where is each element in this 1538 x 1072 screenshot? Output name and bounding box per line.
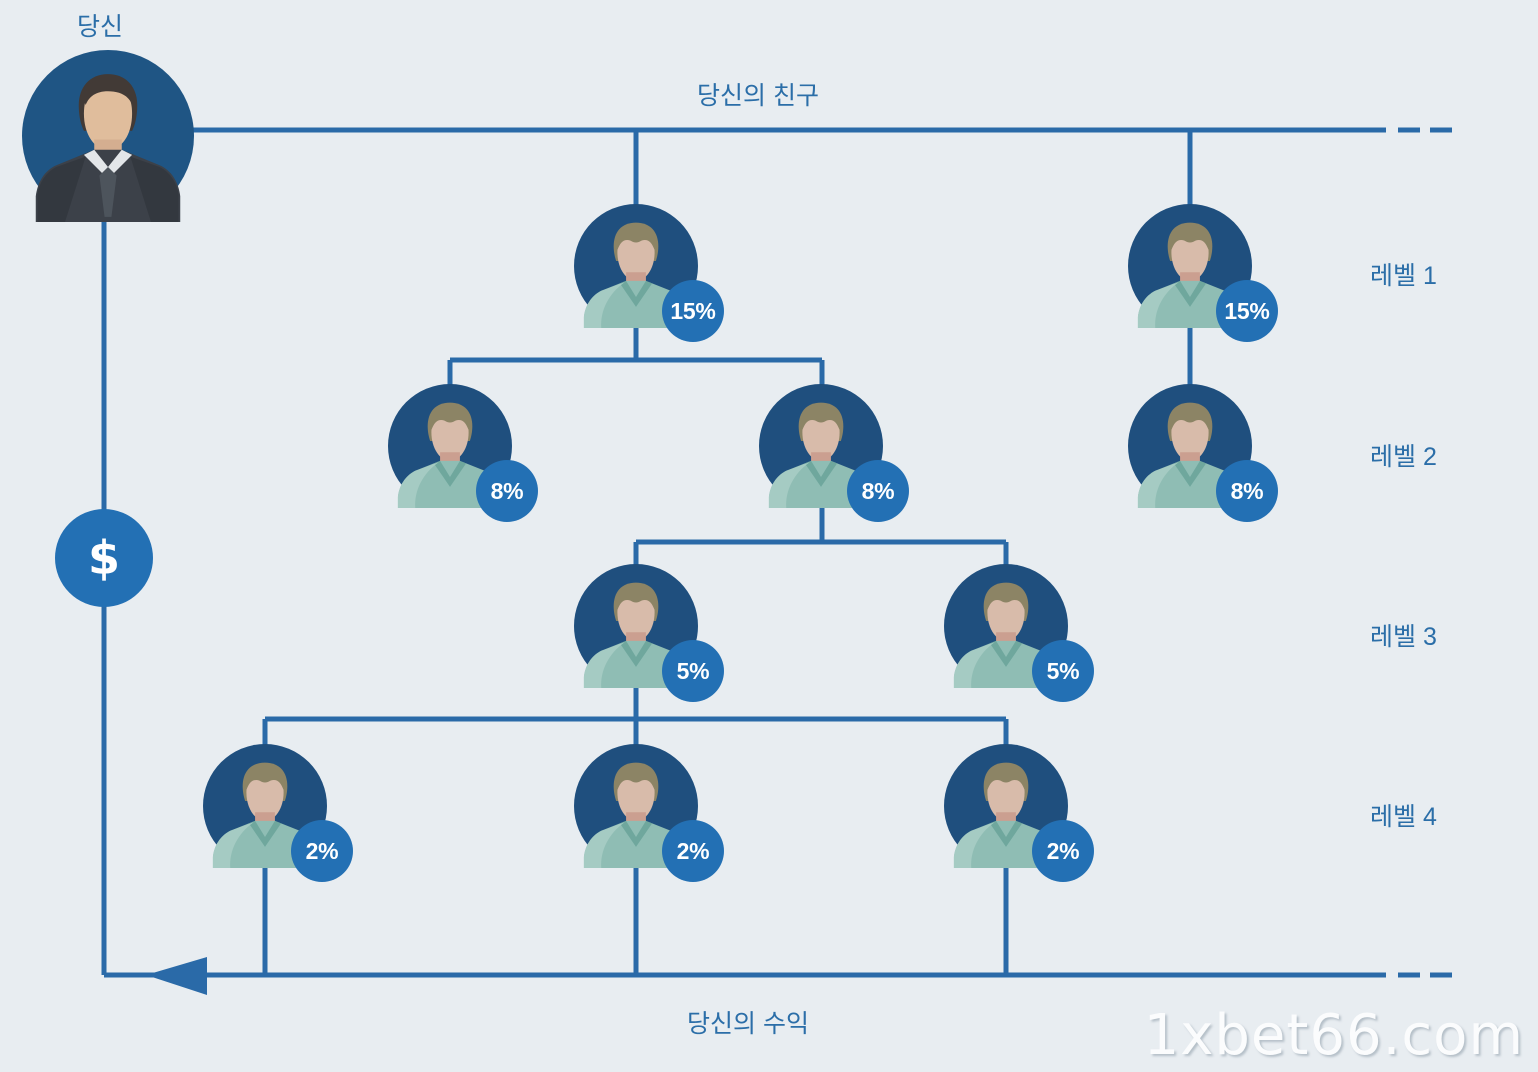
rate-badge-level4-b[interactable]: 2% bbox=[662, 820, 724, 882]
level3-node-a[interactable]: 5% bbox=[574, 564, 724, 702]
earnings-dollar-badge[interactable]: $ bbox=[55, 509, 153, 607]
level2-node-b[interactable]: 8% bbox=[759, 384, 909, 522]
site-watermark: 1xbet66.com bbox=[1143, 1003, 1524, 1068]
level-label-2: 레벨 2 bbox=[1370, 443, 1437, 471]
rate-badge-level2-b[interactable]: 8% bbox=[847, 460, 909, 522]
level-label-4: 레벨 4 bbox=[1370, 803, 1437, 831]
rate-badge-level2-a[interactable]: 8% bbox=[476, 460, 538, 522]
rate-badge-level2-c[interactable]: 8% bbox=[1216, 460, 1278, 522]
earnings-arrow-icon bbox=[146, 957, 207, 995]
rate-badge-level3-a[interactable]: 5% bbox=[662, 640, 724, 702]
level2-node-c[interactable]: 8% bbox=[1128, 384, 1278, 522]
rate-badge-level3-b[interactable]: 5% bbox=[1032, 640, 1094, 702]
rate-badge-level1-b[interactable]: 15% bbox=[1216, 280, 1278, 342]
level1-node-b[interactable]: 15% bbox=[1128, 204, 1278, 342]
level1-node-a[interactable]: 15% bbox=[574, 204, 724, 342]
level4-node-a[interactable]: 2% bbox=[203, 744, 353, 882]
rate-badge-level1-a[interactable]: 15% bbox=[662, 280, 724, 342]
level2-node-a[interactable]: 8% bbox=[388, 384, 538, 522]
rate-badge-level4-a[interactable]: 2% bbox=[291, 820, 353, 882]
level4-node-b[interactable]: 2% bbox=[574, 744, 724, 882]
level4-node-c[interactable]: 2% bbox=[944, 744, 1094, 882]
you-avatar-node[interactable] bbox=[22, 50, 194, 222]
dollar-icon: $ bbox=[87, 531, 120, 585]
rate-badge-level4-c[interactable]: 2% bbox=[1032, 820, 1094, 882]
level-label-1: 레벨 1 bbox=[1370, 262, 1437, 290]
bottom-caption: 당신의 수익 bbox=[687, 1010, 809, 1038]
root-caption: 당신 bbox=[77, 13, 124, 41]
top-caption: 당신의 친구 bbox=[697, 82, 819, 110]
you-avatar-icon bbox=[22, 50, 194, 222]
level-label-3: 레벨 3 bbox=[1370, 623, 1437, 651]
level3-node-b[interactable]: 5% bbox=[944, 564, 1094, 702]
